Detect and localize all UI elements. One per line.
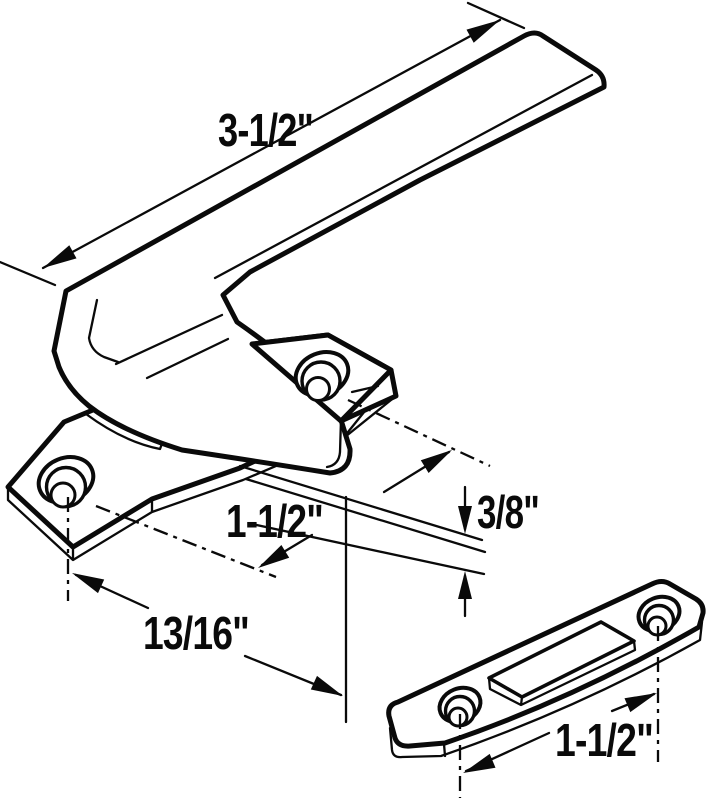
handle-arm: [51, 30, 607, 476]
base-screw-hole-right: [293, 350, 351, 402]
keeper-boss: [487, 620, 637, 707]
arrowhead-right: [624, 693, 657, 713]
hole-bore: [305, 376, 331, 402]
dim-base-hole-spacing: 1-1/2": [95, 398, 491, 579]
hole-bore: [447, 706, 469, 728]
arrowhead-left: [72, 573, 105, 594]
dim-keeper-offset: 13/16": [66, 495, 348, 724]
catch-corner-line: [325, 417, 343, 469]
dim-handle-length: 3-1/2": [0, 1, 526, 287]
base-ear-thickness: [339, 368, 398, 439]
dim-keeper-hole-spacing: 1-1/2": [458, 626, 660, 798]
dim-label-keeper-hole-spacing: 1-1/2": [555, 714, 653, 766]
centerline-base-right-diag: [347, 398, 491, 468]
arrowhead-up: [458, 571, 472, 599]
arrowhead-right: [420, 450, 452, 473]
base-screw-hole-left: [36, 455, 96, 509]
arrowhead-left: [43, 245, 77, 268]
reference-surface-lines: [238, 464, 487, 554]
base-ear-right: [249, 332, 398, 439]
ear-detail-tick: [350, 384, 380, 394]
keeper-screw-hole-left: [437, 685, 483, 728]
dim-surface-offset: 3/8": [458, 485, 540, 618]
cam-top-edge: [114, 313, 224, 366]
dim-label-keeper-offset: 13/16": [143, 607, 249, 659]
arrowhead-down: [458, 506, 472, 534]
extension-tick-right: [466, 1, 526, 30]
arrowhead-right: [310, 675, 343, 696]
handle-neck-line: [87, 298, 120, 364]
sash-edge-line-2: [244, 477, 487, 554]
keeper-plane-line: [250, 522, 486, 576]
keeper-plate: [386, 579, 706, 759]
cam-face-line: [145, 337, 230, 380]
centerline-base-left-diag: [95, 504, 277, 579]
keeper-thickness: [388, 620, 704, 759]
dim-label-base-hole-spacing: 1-1/2": [226, 495, 323, 547]
hole-bore: [49, 481, 77, 509]
arrowhead-right: [466, 20, 500, 43]
extension-tick-left: [0, 260, 57, 287]
dim-label-handle-length: 3-1/2": [218, 104, 313, 156]
base-plate-thickness: [6, 394, 379, 562]
handle-face-line: [213, 73, 594, 280]
dim-label-surface-offset: 3/8": [477, 486, 539, 538]
sash-edge-line-1: [238, 464, 484, 542]
keeper-boss-face: [487, 620, 636, 699]
arrowhead-left: [258, 545, 290, 568]
dimension-line: [41, 18, 502, 270]
arrowhead-left: [463, 753, 496, 773]
